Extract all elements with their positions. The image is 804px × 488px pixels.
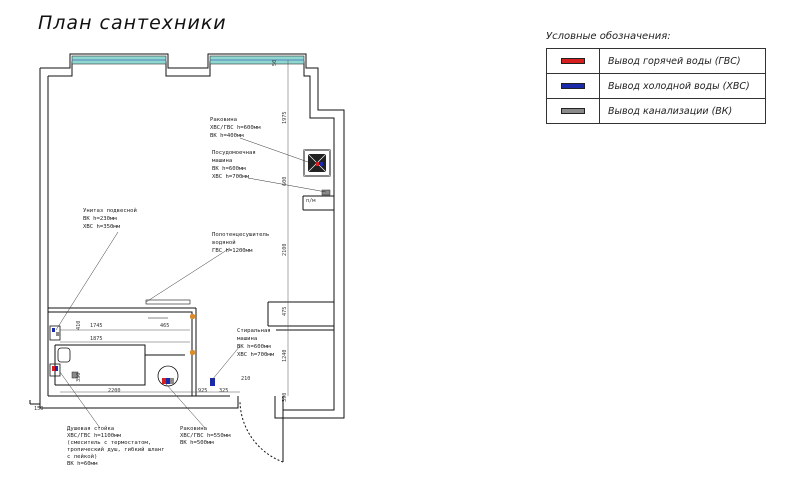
annotation-line: Душевая стойка: [67, 426, 114, 432]
dimension-label: 1875: [90, 336, 103, 342]
dimension-label: 150: [34, 406, 43, 412]
leader-lines: [55, 137, 327, 429]
legend-row-sewer: Вывод канализации (ВК): [547, 99, 765, 123]
annotation-line: ВК h=600мм: [237, 344, 271, 350]
dimension-label: п/м: [306, 198, 315, 204]
dimension-lines: [60, 60, 289, 396]
windows: [71, 55, 305, 65]
bathroom-fixtures: [49, 299, 215, 387]
annotation-line: ВК h=400мм: [210, 133, 244, 139]
dimension-label: 2200: [108, 388, 121, 394]
dimension-label: 2100: [282, 244, 288, 257]
annotation-line: тропический душ, гибкий шланг: [67, 446, 165, 453]
annotation-line: ХВС/ГВС h=600мм: [210, 125, 261, 131]
annotation-line: Стиральная: [237, 328, 271, 334]
dimension-label: 1975: [282, 112, 288, 125]
annotation-line: Полотенцесушитель: [212, 232, 269, 238]
legend-row-cold: Вывод холодной воды (ХВС): [547, 74, 765, 99]
annotation-line: ХВС h=700мм: [212, 174, 250, 180]
dimension-label: 465: [160, 323, 169, 329]
dimension-label: 475: [282, 307, 288, 316]
annotation-line: машина: [212, 158, 232, 164]
annotation-shower: Душевая стойка ХВС/ГВС h=1100мм (смесите…: [67, 426, 165, 467]
dimension-label: 50: [272, 60, 278, 66]
legend-row-hot: Вывод горячей воды (ГВС): [547, 49, 765, 74]
dimension-label: 410: [76, 321, 82, 330]
dimension-labels: 50 1975 600 2100 475 1240 390 1745 465 1…: [34, 60, 315, 412]
dimension-label: 350: [76, 373, 82, 382]
kitchen-sink-icon: [303, 149, 331, 196]
annotation-line: Раковина: [210, 117, 237, 123]
dimension-label: 1745: [90, 323, 103, 329]
annotation-line: Посудомоечная: [212, 150, 256, 156]
legend-label-sewer: Вывод канализации (ВК): [608, 105, 733, 117]
legend-label-cold: Вывод холодной воды (ХВС): [608, 80, 750, 92]
dimension-label: 210: [241, 376, 250, 382]
annotation-bath-sink: Раковина ХВС/ГВС h=550мм ВК h=500мм: [180, 426, 231, 446]
annotation-line: машина: [237, 336, 257, 342]
annotation-kitchen-sink: Раковина ХВС/ГВС h=600мм ВК h=400мм: [210, 117, 261, 139]
annotation-line: ХВС/ГВС h=550мм: [180, 433, 231, 439]
annotation-dishwasher: Посудомоечная машина ВК h=600мм ХВС h=70…: [212, 150, 256, 180]
legend-label-hot: Вывод горячей воды (ГВС): [608, 55, 741, 67]
cold-water-swatch-icon: [561, 83, 585, 89]
annotation-line: ХВС h=350мм: [83, 224, 121, 230]
annotation-line: ВК h=500мм: [180, 440, 214, 446]
annotation-line: ХВС h=700мм: [237, 352, 275, 358]
dimension-label: 600: [282, 177, 288, 186]
legend-title: Условные обозначения:: [546, 31, 671, 42]
page-title: План сантехники: [38, 12, 227, 34]
annotation-line: ВК h=60мм: [67, 461, 98, 467]
dimension-label: 390: [282, 393, 288, 402]
annotation-line: ВК h=230мм: [83, 216, 117, 222]
hot-water-swatch-icon: [561, 58, 585, 64]
annotation-line: водяной: [212, 240, 236, 246]
annotation-line: ГВС h=1200мм: [212, 248, 253, 254]
annotation-washer: Стиральная машина ВК h=600мм ХВС h=700мм: [237, 328, 275, 358]
annotation-line: (смеситель с термостатом,: [67, 440, 151, 446]
annotation-towel-rail: Полотенцесушитель водяной ГВС h=1200мм: [212, 232, 269, 254]
sewer-swatch-icon: [561, 108, 585, 114]
annotation-line: Унитаз подвесной: [83, 208, 137, 214]
annotation-line: Раковина: [180, 426, 207, 432]
annotation-toilet: Унитаз подвесной ВК h=230мм ХВС h=350мм: [83, 208, 137, 230]
legend-table: Вывод горячей воды (ГВС) Вывод холодной …: [546, 48, 766, 124]
annotation-line: с лейкой): [67, 454, 97, 460]
dimension-label: 1240: [282, 350, 288, 363]
annotation-line: ХВС/ГВС h=1100мм: [67, 433, 122, 439]
annotation-line: ВК h=600мм: [212, 166, 246, 172]
dimension-label: 925: [198, 388, 207, 394]
walls: [29, 53, 345, 463]
dimension-label: 325: [219, 388, 228, 394]
